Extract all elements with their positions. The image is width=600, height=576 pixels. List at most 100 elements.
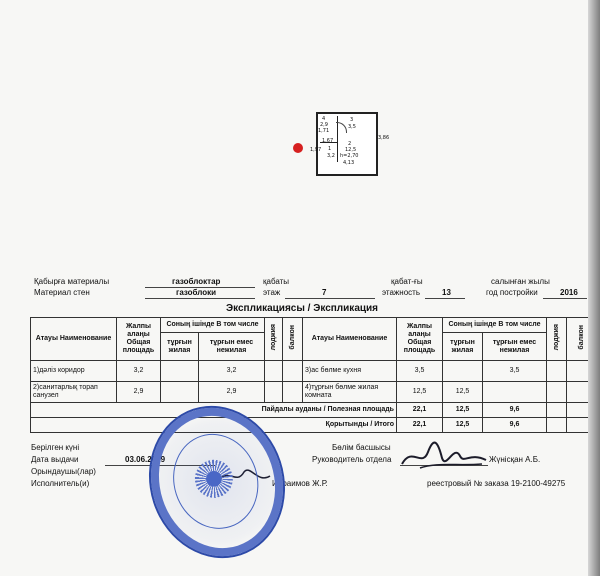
header-including: Соның ішінде В том числе (160, 317, 265, 333)
room-living: 12,5 (442, 381, 483, 403)
room-total: 3,5 (396, 360, 443, 382)
wall-material-label-kz: Қабырға материалы (34, 277, 110, 286)
plan-label: 12,5 (345, 147, 357, 153)
room-loggia (546, 360, 567, 382)
plan-label: 1,97 (310, 147, 322, 153)
explication-table: Атауы Наименование Жалпы алаңы Общая пло… (30, 317, 597, 433)
header-nonliving: тұрғын емес нежилая (482, 332, 547, 361)
header-total: Жалпы алаңы Общая площадь (396, 317, 443, 361)
order-number: реестровый № заказа 19-2100-49275 (427, 479, 566, 488)
wall-material-value-kz: газоблоктар (172, 277, 221, 286)
room-loggia (264, 381, 283, 403)
plan-label: 3,86 (378, 135, 390, 141)
room-total: 3,2 (116, 360, 161, 382)
plan-label: 3,2 (327, 153, 335, 159)
room-name: 2)санитарлық торап санузел (30, 381, 117, 403)
issue-date: 03.06.2019 (125, 455, 166, 464)
header-including: Соның ішінде В том числе (442, 317, 547, 333)
floor-label-kz: қабаты (263, 277, 290, 286)
floors-label-ru: этажность (382, 288, 420, 297)
floors-label-kz: қабат-ғы (391, 277, 423, 286)
header-living: тұрғын жилая (160, 332, 199, 361)
underline (400, 465, 488, 466)
room-nonliving: 3,5 (482, 360, 547, 382)
performers-label-ru: Исполнитель(и) (31, 479, 90, 488)
plan-label: 2 (348, 141, 352, 147)
room-nonliving: 2,9 (198, 381, 265, 403)
header-living: тұрғын жилая (442, 332, 483, 361)
room-balcony (282, 381, 303, 403)
head-signature (401, 441, 487, 469)
red-marker (293, 143, 303, 153)
room-total: 2,9 (116, 381, 161, 403)
total-row: Қорытынды / Итого 22,1 12,5 9,6 (30, 417, 597, 433)
room-nonliving (482, 381, 547, 403)
wall-material-value-ru: газоблоки (176, 288, 217, 297)
room-nonliving: 3,2 (198, 360, 265, 382)
total-living: 12,5 (442, 417, 483, 433)
underline (543, 298, 587, 299)
room-name: 3)ас бөлме кухня (302, 360, 397, 382)
plan-room-1 (320, 142, 338, 162)
table-title: Экспликациясы / Экспликация (226, 303, 379, 314)
useful-living: 12,5 (442, 402, 483, 418)
year-label-ru: год постройки (486, 288, 538, 297)
underline (425, 298, 465, 299)
header-total: Жалпы алаңы Общая площадь (116, 317, 161, 361)
header-name: Атауы Наименование (302, 317, 397, 361)
header-loggia: лоджия (546, 317, 567, 361)
performer-name: Ибраимов Ж.Р. (272, 479, 328, 488)
floor-value: 7 (322, 288, 327, 297)
plan-label: 1,71 (318, 128, 330, 134)
year-label-kz: салынған жылы (491, 277, 550, 286)
useful-nonliving: 9,6 (482, 402, 547, 418)
useful-loggia (546, 402, 567, 418)
underline (105, 465, 215, 466)
header-balcony: балкон (282, 317, 303, 361)
total-nonliving: 9,6 (482, 417, 547, 433)
plan-label: 4 (322, 116, 326, 122)
plan-label: 1,67 (322, 138, 334, 144)
table-row: 2)санитарлық торап санузел 2,9 2,9 4)тұр… (30, 381, 597, 403)
wall-material-label-ru: Материал стен (34, 288, 90, 297)
underline (145, 298, 255, 299)
floors-value: 13 (442, 288, 451, 297)
head-name: Жүнісқан А.Б. (489, 455, 541, 464)
room-living (160, 360, 199, 382)
total-total: 22,1 (396, 417, 443, 433)
performers-label-kz: Орындаушы(лар) (31, 467, 96, 476)
door-arc (336, 122, 347, 133)
room-name: 4)тұрғын бөлме жилая комната (302, 381, 397, 403)
useful-area-row: Пайдалы ауданы / Полезная площадь 22,1 1… (30, 402, 597, 418)
floor-label-ru: этаж (263, 288, 281, 297)
plan-label: 2,9 (320, 122, 328, 128)
total-loggia (546, 417, 567, 433)
underline (145, 287, 255, 288)
room-living (442, 360, 483, 382)
underline (285, 298, 375, 299)
plan-label: 3 (350, 117, 354, 123)
room-balcony (282, 360, 303, 382)
plan-label: 3,5 (348, 124, 356, 130)
room-loggia (264, 360, 283, 382)
plan-label: 4,13 (343, 160, 355, 166)
plan-label: h=2,70 (340, 153, 359, 159)
header-loggia: лоджия (264, 317, 283, 361)
issued-label-ru: Дата выдачи (31, 455, 79, 464)
room-living (160, 381, 199, 403)
head-label-kz: Бөлім басшысы (332, 443, 391, 452)
room-loggia (546, 381, 567, 403)
floor-plan (316, 112, 378, 176)
page-edge (588, 0, 600, 576)
table-row: 1)дәліз коридор 3,2 3,2 3)ас бөлме кухня… (30, 360, 597, 382)
useful-total: 22,1 (396, 402, 443, 418)
header-nonliving: тұрғын емес нежилая (198, 332, 265, 361)
year-value: 2016 (560, 288, 578, 297)
plan-label: 1 (328, 146, 332, 152)
room-name: 1)дәліз коридор (30, 360, 117, 382)
header-name: Атауы Наименование (30, 317, 117, 361)
head-label-ru: Руководитель отдела (312, 455, 392, 464)
room-total: 12,5 (396, 381, 443, 403)
issued-label-kz: Берілген күні (31, 443, 80, 452)
